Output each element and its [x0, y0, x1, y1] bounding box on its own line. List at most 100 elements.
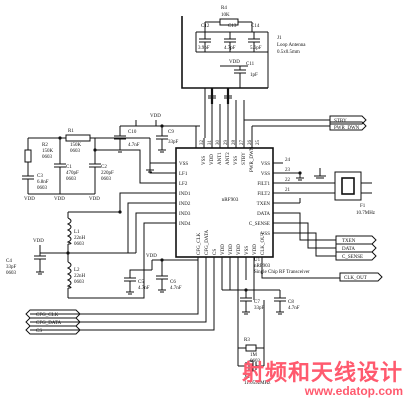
- loop-vdd-3: VDD: [89, 197, 100, 202]
- pin-label: VDD: [229, 244, 234, 255]
- j1-ref: J1: [277, 36, 282, 41]
- r1-value: 150K: [70, 143, 82, 148]
- c11-value: 1pF: [250, 73, 258, 78]
- pin-label: VSS: [179, 162, 188, 167]
- r2-value: 150K: [42, 149, 54, 154]
- c11-ref: C11: [246, 62, 255, 67]
- pwr-dwn-port: [329, 121, 367, 131]
- c7-ref: C7: [254, 300, 260, 305]
- pin-label: FILT1: [257, 182, 270, 187]
- pin-number: 22: [285, 178, 291, 183]
- pin-label: VSS: [202, 156, 207, 165]
- chip-ref: U1: [254, 258, 261, 263]
- r3-package: 0603: [250, 359, 261, 364]
- pwr-dwn-label: PWR_DWN: [334, 126, 360, 131]
- pin-label: VSS: [234, 156, 239, 165]
- pin-number: 23: [285, 168, 291, 173]
- pin-label: VSS: [245, 246, 250, 255]
- decoupling-bottom-left: VDD C5 4.7nF C6 4.7nF: [124, 254, 198, 295]
- pin-label: TXEN: [257, 202, 271, 207]
- c9-value: 33pF: [168, 140, 179, 145]
- pin-label: C_SENSE: [249, 222, 270, 227]
- pin-label: FILT2: [257, 192, 270, 197]
- crystal-network: C7 33pF C8 4.7nF R3 1M 0603 X1 11.0592MH…: [221, 267, 300, 386]
- c4-package: 0603: [6, 271, 17, 276]
- c4-vdd: VDD: [33, 239, 44, 244]
- c3-value: 6.8nF: [37, 180, 49, 185]
- c5-value: 4.7nF: [138, 286, 150, 291]
- r1-package: 0603: [70, 149, 81, 154]
- cs-port: [25, 325, 81, 335]
- c12-ref: C12: [201, 24, 210, 29]
- resistor-r2: [24, 149, 32, 163]
- cfg-clk-label: CFG_CLK: [36, 313, 59, 318]
- loop-vdd-1: VDD: [24, 197, 35, 202]
- pin-label: IND2: [179, 202, 191, 207]
- l1-package: 0603: [74, 242, 85, 247]
- inductor-l1: [66, 217, 72, 245]
- c2-value: 220pF: [101, 171, 114, 176]
- r3-ref: R3: [244, 338, 250, 343]
- filter-f1: [334, 171, 362, 201]
- pin-number: 28: [232, 140, 237, 146]
- c4-value: 33pF: [6, 265, 17, 270]
- r4-ref: R4: [221, 6, 227, 11]
- pin-label: VDD: [210, 154, 215, 165]
- r1-ref: R1: [68, 129, 74, 134]
- r2-ref: R2: [42, 143, 48, 148]
- pin-number: 31: [208, 140, 213, 146]
- l1-ref: L1: [74, 230, 80, 235]
- junction-dots: [58, 124, 302, 292]
- pin-number: 27: [240, 140, 245, 146]
- pin-label: LF2: [179, 182, 188, 187]
- c-sense-port: [335, 251, 377, 261]
- inductor-network: L1 22nH 0603 L2 22nH 0603 VDD C4 33pF 06…: [6, 192, 166, 299]
- pin-label: VSS: [261, 232, 270, 237]
- c8-ref: C8: [288, 300, 294, 305]
- pin-label: IND4: [179, 222, 191, 227]
- c10-vdd: VDD: [150, 114, 161, 119]
- resistor-r1: [65, 134, 91, 142]
- nrf903-chip: VSS VDD ANT1 ANT2 VSS STBY PWR_DWN 32 31…: [166, 138, 310, 275]
- pin-label: VSS: [261, 162, 270, 167]
- c14-ref: C14: [251, 24, 260, 29]
- c-sense-label: C_SENSE: [342, 255, 363, 260]
- data-port: [335, 243, 377, 253]
- c13-value: 4.7pF: [224, 46, 236, 51]
- c6-ref: C6: [170, 280, 176, 285]
- chip-part: nRF903: [222, 197, 239, 203]
- pin-label: DATA: [257, 212, 270, 217]
- l2-ref: L2: [74, 268, 80, 273]
- c14-value: 5.6pF: [250, 46, 262, 51]
- chip-right-pins: VSS VSS FILT1 FILT2 TXEN DATA C_SENSE VS…: [249, 158, 291, 237]
- pin-label: IND3: [179, 212, 191, 217]
- c7-value: 33pF: [254, 306, 265, 311]
- watermark-chinese: 射频和天线设计: [241, 361, 403, 386]
- pin-label: ANT2: [226, 152, 231, 165]
- pin-label: ANT1: [218, 152, 223, 165]
- c3-package: 0603: [37, 186, 48, 191]
- c12-value: 3.9pF: [198, 46, 210, 51]
- x1-ref: X1: [244, 375, 251, 380]
- pin-label: CLK_OUT: [261, 232, 266, 255]
- crystal-x1: [245, 362, 257, 370]
- inductor-l2: [66, 261, 72, 289]
- l2-value: 22nH: [74, 274, 86, 279]
- r2-package: 0603: [42, 155, 53, 160]
- pin-number: 32: [200, 140, 205, 146]
- c1-value: 470pF: [66, 171, 79, 176]
- right-signal-ports: TXEN DATA C_SENSE CLK_OUT: [272, 212, 383, 282]
- loop-antenna-j1: [181, 16, 268, 89]
- x1-value: 11.0592MHz: [244, 381, 271, 386]
- j1-size: 0.5x0.5mm: [277, 50, 300, 55]
- c6-value: 4.7nF: [170, 286, 182, 291]
- r3-value: 1M: [250, 353, 258, 358]
- control-signals-top: STBY PWR_DWN: [243, 115, 367, 138]
- chip-ref-part: nRF903: [254, 264, 271, 269]
- pin-label: VDD: [221, 244, 226, 255]
- c1-ref: C1: [66, 165, 72, 170]
- r4-value: 10K: [221, 13, 230, 18]
- pin-label: IND1: [179, 192, 191, 197]
- txen-label: TXEN: [342, 239, 356, 244]
- l2-package: 0603: [74, 280, 85, 285]
